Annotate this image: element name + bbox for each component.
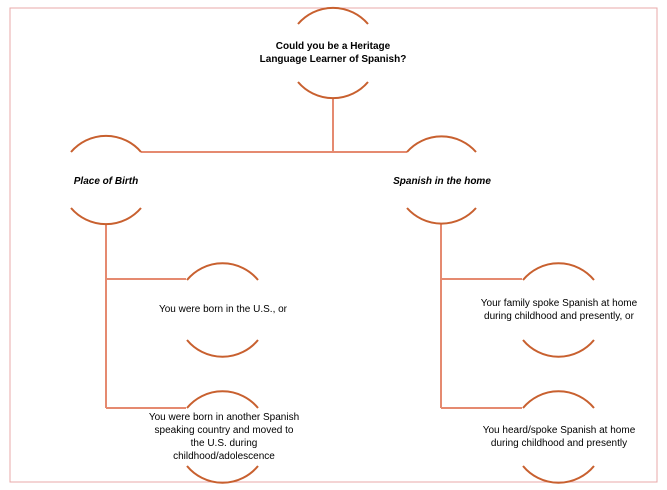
root-bottom-arc (297, 81, 369, 100)
left-item2-top-arc (186, 390, 259, 409)
frame (9, 7, 658, 483)
text-line: during childhood and presently, or (484, 311, 634, 322)
left-item1-bottom-arc (186, 339, 259, 358)
text-line: You were born in another Spanish (148, 412, 300, 423)
right-item2-top-arc (522, 390, 595, 409)
text-line: during childhood and presently (490, 438, 628, 449)
right-item1-label: Your family spoke Spanish at home during… (481, 297, 637, 323)
left-top-arc (70, 134, 142, 153)
right-item2-bottom-arc (522, 465, 595, 484)
right-item1-top-arc (522, 262, 595, 281)
branch-title-place-of-birth: Place of Birth (73, 176, 139, 187)
text-line: childhood/adolescence (173, 451, 275, 462)
right-item1-bottom-arc (522, 339, 595, 358)
root-node-label: Could you be a Heritage Language Learner… (260, 40, 407, 66)
left-item1-label: You were born in the U.S., or (159, 303, 287, 316)
right-bottom-arc (406, 207, 477, 225)
right-item2-label: You heard/spoke Spanish at home during c… (483, 424, 636, 450)
root-top-arc (297, 6, 369, 25)
left-bottom-arc (70, 207, 142, 226)
node-arcs (70, 6, 595, 484)
text-line: You were born in the U.S., or (158, 304, 288, 315)
left-item2-bottom-arc (186, 465, 259, 484)
text-line: Your family spoke Spanish at home (480, 298, 638, 309)
root-line-1: Could you be a Heritage (275, 41, 391, 52)
right-top-arc (406, 135, 477, 153)
text-line: You heard/spoke Spanish at home (482, 425, 636, 436)
text-line: speaking country and moved to (154, 425, 294, 436)
connectors (105, 98, 522, 409)
left-item2-label: You were born in another Spanish speakin… (149, 411, 299, 463)
branch-title-spanish-in-home: Spanish in the home (393, 176, 491, 187)
root-line-2: Language Learner of Spanish? (259, 54, 407, 65)
text-line: the U.S. during (190, 438, 258, 449)
left-item1-top-arc (186, 262, 259, 281)
